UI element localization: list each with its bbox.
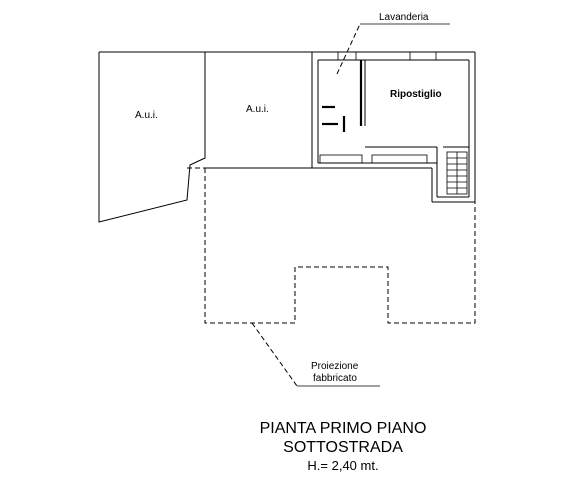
- room-label-ripostiglio: Ripostiglio: [390, 89, 442, 100]
- building-outline-right: [311, 51, 476, 203]
- drawing-subtitle: SOTTOSTRADA: [283, 439, 403, 456]
- room-label-aui-left: A.u.i.: [135, 110, 158, 121]
- staircase: [446, 151, 468, 195]
- drawing-height-note: H.= 2,40 mt.: [307, 458, 378, 473]
- room-aui-left: [98, 51, 206, 223]
- inner-walls: [317, 51, 470, 198]
- projection-note-line1: Proiezione: [311, 361, 359, 372]
- projection-note-line2: fabbricato: [313, 373, 357, 384]
- room-label-lavanderia: Lavanderia: [379, 12, 429, 23]
- drawing-title: PIANTA PRIMO PIANO: [260, 420, 427, 437]
- projection-leader: [251, 322, 380, 387]
- room-label-aui-center: A.u.i.: [246, 104, 269, 115]
- building-projection: [187, 167, 476, 324]
- lavanderia-leader: [336, 23, 450, 75]
